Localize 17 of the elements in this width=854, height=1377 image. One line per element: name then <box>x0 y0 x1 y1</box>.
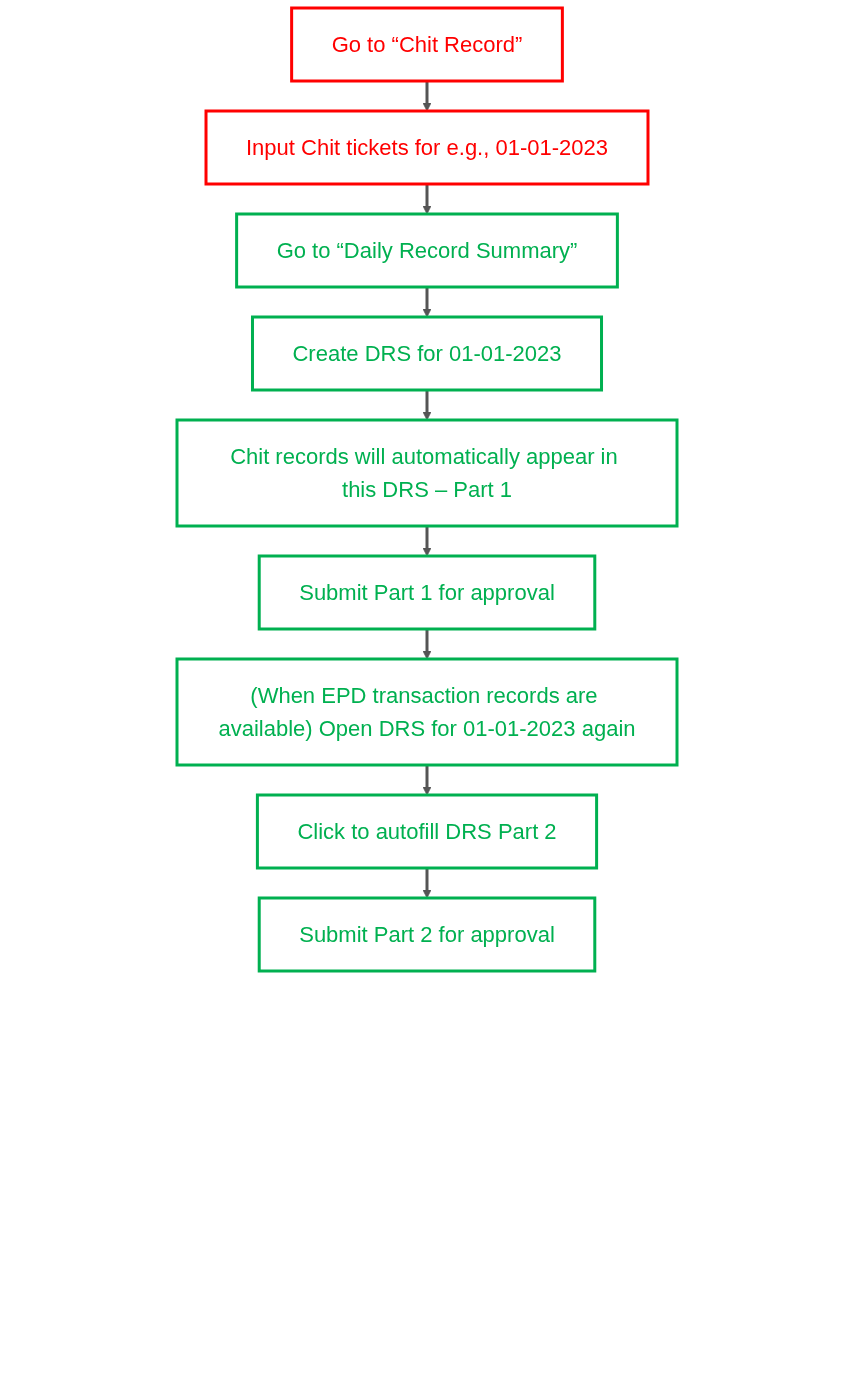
arrow <box>422 526 432 557</box>
node-box: Go to “Daily Record Summary” <box>235 212 619 289</box>
node-box: Go to “Chit Record” <box>290 6 564 83</box>
arrow <box>422 390 432 421</box>
node-box: Chit records will automatically appear in this DRS – Part 1 <box>175 418 679 528</box>
arrow <box>422 81 432 112</box>
node-box: Submit Part 1 for approval <box>257 554 597 631</box>
arrow <box>422 287 432 318</box>
arrow <box>422 184 432 215</box>
arrow <box>422 765 432 796</box>
arrow <box>422 629 432 660</box>
node-box: Click to autofill DRS Part 2 <box>255 793 599 870</box>
node-box: Create DRS for 01-01-2023 <box>251 315 603 392</box>
arrow <box>422 868 432 899</box>
node-box: (When EPD transaction records are available) Open DRS for 01-01-2023 again <box>175 657 679 767</box>
node-box: Input Chit tickets for e.g., 01-01-2023 <box>204 109 650 186</box>
node-box: Submit Part 2 for approval <box>257 896 597 973</box>
